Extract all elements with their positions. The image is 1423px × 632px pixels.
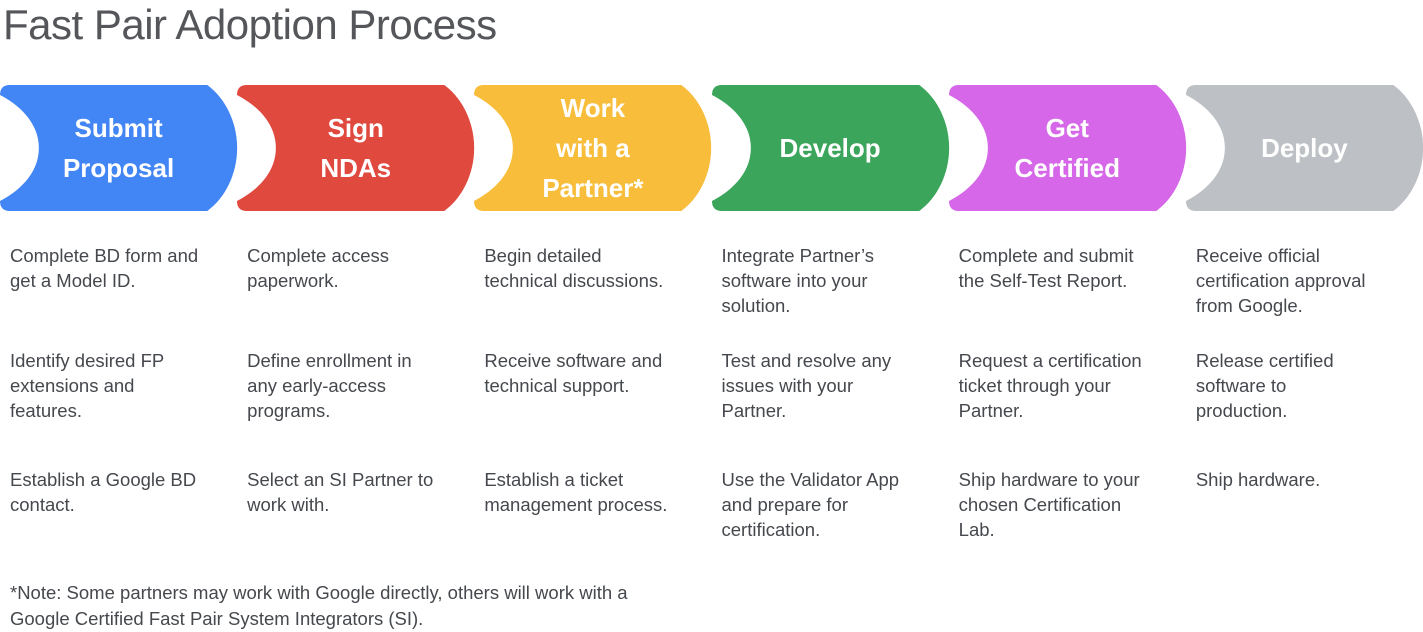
stage-label-sign-ndas: Sign NDAs: [320, 113, 392, 183]
step-sign-ndas-1: Complete access paperwork.: [247, 245, 390, 291]
stage-develop: Develop: [711, 85, 949, 211]
step-work-with-partner-1: Begin detailed technical discussions.: [484, 245, 664, 291]
stage-deploy: Deploy: [1185, 85, 1423, 211]
footnote: *Note: Some partners may work with Googl…: [10, 582, 628, 629]
step-get-certified-3: Ship hardware to your chosen Certificati…: [958, 469, 1140, 540]
chevron-pill-shape: [1185, 85, 1423, 211]
stage-shape-get-certified: [948, 85, 1186, 211]
step-work-with-partner-3: Establish a ticket management process.: [484, 469, 668, 515]
stage-label-get-certified: Get Certified: [1014, 113, 1120, 183]
stage-label-work-with-partner: Work with a Partner*: [542, 93, 644, 203]
stage-shape-deploy: [1185, 85, 1423, 211]
step-deploy-3: Ship hardware.: [1195, 469, 1321, 490]
stage-shape-submit-proposal: [0, 85, 238, 211]
chevron-pill-shape: [711, 85, 949, 211]
step-deploy-1: Receive official certification approval …: [1195, 245, 1366, 316]
step-develop-1: Integrate Partner’s software into your s…: [721, 245, 875, 316]
stage-sign-ndas: Sign NDAs: [237, 85, 475, 211]
step-sign-ndas-3: Select an SI Partner to work with.: [247, 469, 434, 515]
page-title: Fast Pair Adoption Process: [3, 1, 497, 48]
step-get-certified-1: Complete and submit the Self-Test Report…: [958, 245, 1134, 291]
step-work-with-partner-2: Receive software and technical support.: [484, 350, 663, 396]
step-develop-2: Test and resolve any issues with your Pa…: [721, 350, 892, 421]
chevron-pill-shape: [0, 85, 238, 211]
step-submit-proposal-2: Identify desired FP extensions and featu…: [10, 350, 165, 421]
stage-label-deploy: Deploy: [1261, 133, 1348, 163]
step-get-certified-2: Request a certification ticket through y…: [958, 350, 1142, 421]
stage-work-with-partner: Work with a Partner*: [474, 85, 712, 211]
step-submit-proposal-1: Complete BD form and get a Model ID.: [10, 245, 199, 291]
stage-submit-proposal: Submit Proposal: [0, 85, 238, 211]
steps-grid: Complete BD form and get a Model ID. Com…: [0, 243, 1423, 542]
step-deploy-2: Release certified software to production…: [1195, 350, 1334, 421]
chevron-pill-shape: [474, 85, 712, 211]
stage-label-submit-proposal: Submit Proposal: [62, 113, 175, 183]
step-sign-ndas-2: Define enrollment in any early-access pr…: [247, 350, 412, 421]
stage-label-develop: Develop: [779, 133, 881, 163]
step-develop-3: Use the Validator App and prepare for ce…: [721, 469, 900, 540]
chevron-pill-shape: [237, 85, 475, 211]
stage-shape-work-with-partner: [474, 85, 712, 211]
step-submit-proposal-3: Establish a Google BD contact.: [10, 469, 197, 515]
process-band: Submit Proposal Sign NDAs Work with a Pa…: [0, 85, 1423, 211]
stage-shape-develop: [711, 85, 949, 211]
stage-get-certified: Get Certified: [948, 85, 1186, 211]
chevron-pill-shape: [948, 85, 1186, 211]
stage-shape-sign-ndas: [237, 85, 475, 211]
